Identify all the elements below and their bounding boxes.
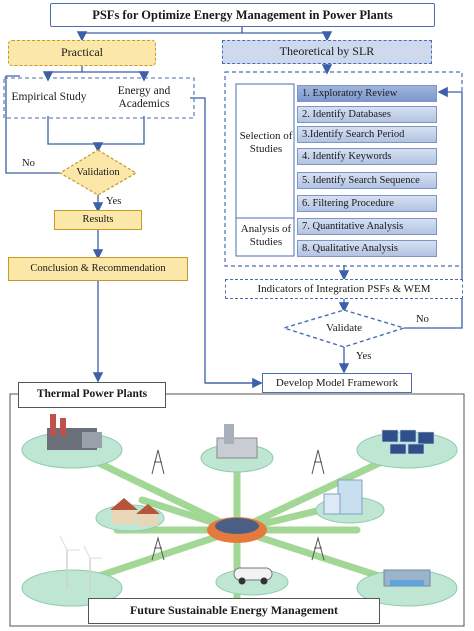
validate-node: Validate — [325, 321, 363, 334]
pylon-icon — [151, 449, 325, 561]
platform-wind — [21, 569, 123, 607]
no-label-right: No — [416, 314, 429, 325]
step-6: 6. Filtering Procedure — [297, 195, 437, 212]
energy-network-illustration — [21, 414, 458, 607]
indicators-node: Indicators of Integration PSFs & WEM — [225, 279, 463, 299]
selection-of-studies-label: Selection of Studies — [239, 130, 293, 156]
step-1: 1. Exploratory Review — [297, 85, 437, 102]
empirical-study-node: Empirical Study — [11, 91, 87, 104]
yes-label-left: Yes — [106, 196, 122, 207]
power-plant-icon — [216, 424, 258, 459]
step-4: 4. Identify Keywords — [297, 148, 437, 165]
validation-node: Validation — [76, 166, 120, 178]
step-5: 5. Identify Search Sequence — [297, 172, 437, 189]
step-3: 3.Identify Search Period — [297, 126, 437, 143]
conclusion-node: Conclusion & Recommendation — [8, 257, 188, 281]
practical-node: Practical — [8, 40, 156, 66]
diagram-title: PSFs for Optimize Energy Management in P… — [50, 3, 435, 27]
energy-academics-node: Energy and Academics — [117, 84, 171, 110]
results-node: Results — [54, 210, 142, 230]
develop-framework-node: Develop Model Framework — [262, 373, 412, 393]
electric-car-icon — [233, 567, 273, 585]
wind-turbine-icon — [59, 535, 102, 590]
houses-icon — [110, 498, 160, 526]
thermal-power-plants-label: Thermal Power Plants — [18, 382, 166, 408]
factory-icon — [47, 414, 102, 450]
step-2: 2. Identify Databases — [297, 106, 437, 123]
theoretical-node: Theoretical by SLR — [222, 40, 432, 64]
control-hub-icon — [207, 517, 267, 543]
hydro-dam-icon — [383, 569, 431, 587]
step-8: 8. Qualitative Analysis — [297, 240, 437, 257]
step-7: 7. Quantitative Analysis — [297, 218, 437, 235]
solar-panel-icon — [381, 429, 435, 455]
analysis-of-studies-label: Analysis of Studies — [240, 223, 292, 249]
future-energy-management-label: Future Sustainable Energy Management — [88, 598, 380, 624]
yes-label-right: Yes — [356, 351, 372, 362]
office-building-icon — [323, 479, 363, 515]
no-label-left: No — [22, 158, 35, 169]
